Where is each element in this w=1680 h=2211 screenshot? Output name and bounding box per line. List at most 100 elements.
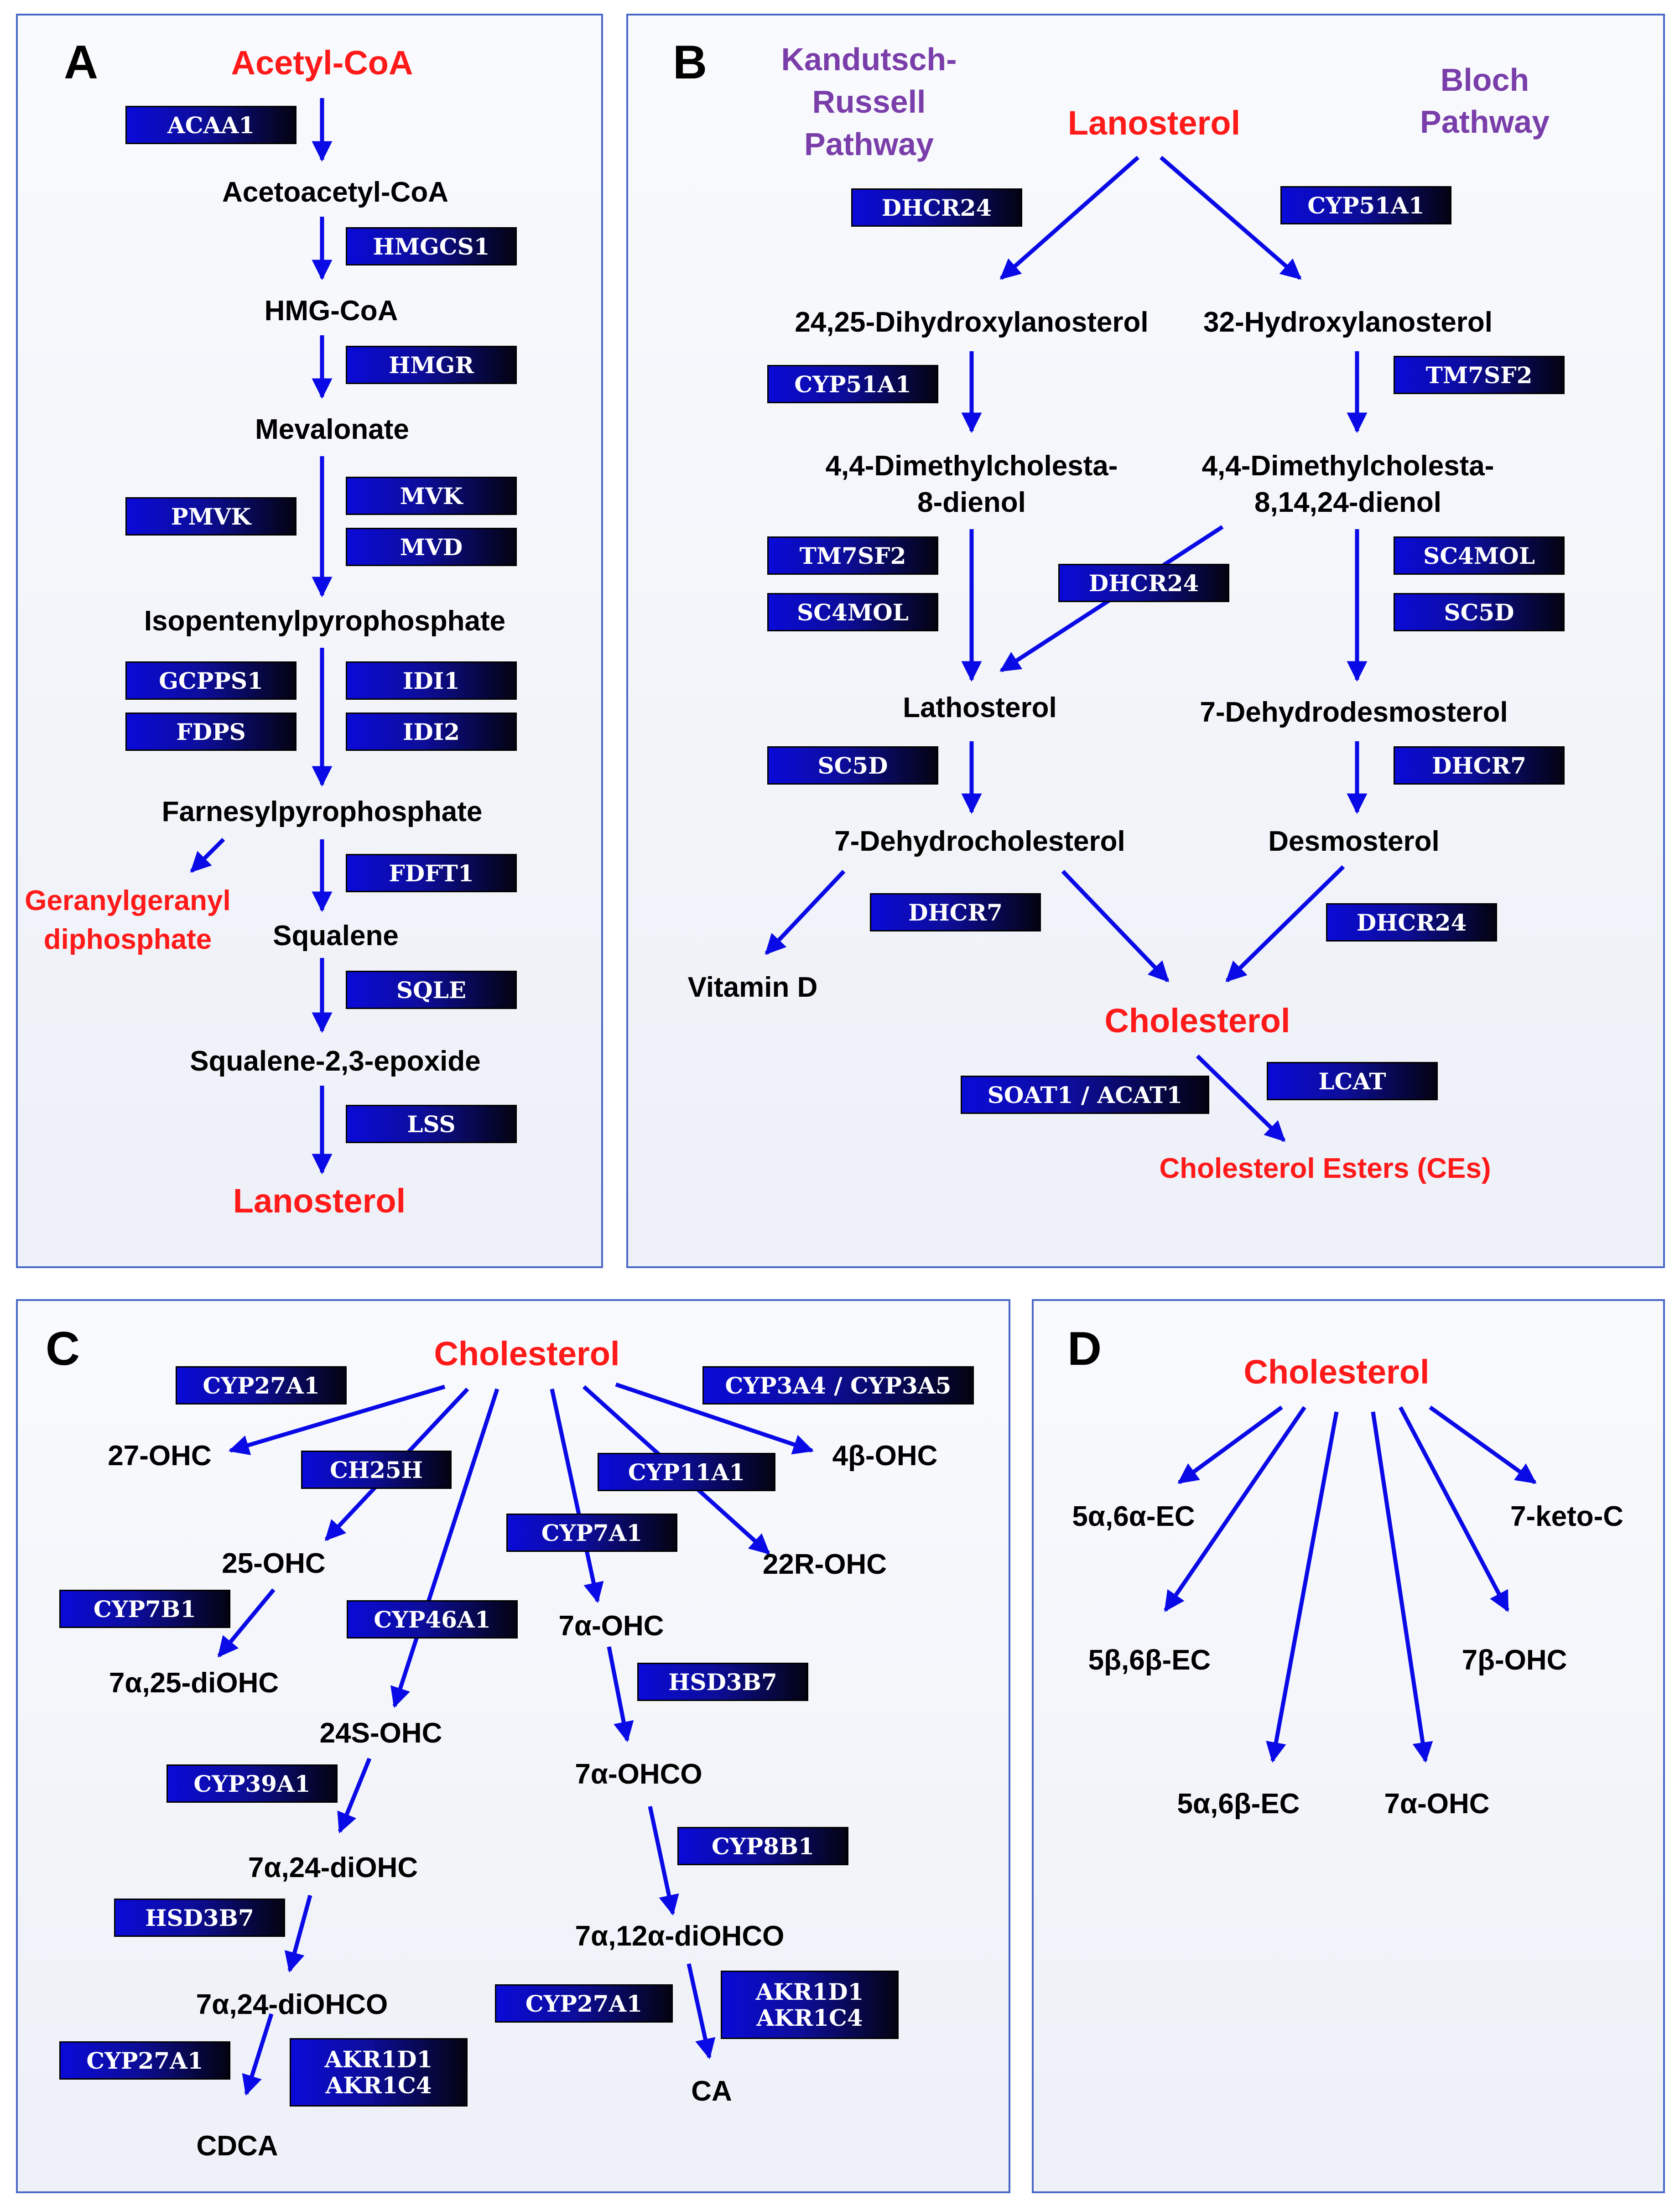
arrow xyxy=(999,156,1139,280)
enzyme-akr1d1: AKR1D1 xyxy=(324,2045,433,2073)
arrow xyxy=(615,1382,814,1455)
node-diphosphate: diphosphate xyxy=(43,924,212,955)
node-7a-ohco: 7α-OHCO xyxy=(575,1758,702,1790)
enzyme-akr1c4: AKR1C4 xyxy=(756,2004,863,2031)
node-27-ohc: 27-OHC xyxy=(108,1440,212,1472)
arrow xyxy=(1429,1405,1537,1484)
node-hydroxylanosterol: 32-Hydroxylanosterol xyxy=(1203,307,1493,338)
enzyme-cyp39a1: CYP39A1 xyxy=(166,1764,338,1803)
node-cdca: CDCA xyxy=(196,2130,278,2162)
enzyme-hsd3b7: HSD3B7 xyxy=(637,1663,808,1701)
node-lanosterol-a: Lanosterol xyxy=(233,1182,406,1220)
arrow xyxy=(1266,1411,1339,1763)
enzyme-akr1d1-akr1c4: AKR1D1 AKR1C4 xyxy=(290,2038,468,2107)
arrow xyxy=(1399,1406,1509,1612)
pathway-kandutsch-3: Pathway xyxy=(804,126,934,162)
node-lanosterol-b: Lanosterol xyxy=(1067,104,1241,142)
node-7a-ohc-c: 7α-OHC xyxy=(558,1610,664,1642)
panel-letter-c: C xyxy=(46,1322,80,1375)
enzyme-tm7sf2: TM7SF2 xyxy=(1394,356,1565,394)
node-dimethylcholesta-8-2: 8-dienol xyxy=(917,487,1026,518)
enzyme-cyp8b1: CYP8B1 xyxy=(677,1827,848,1865)
node-farnesylpyrophosphate: Farnesylpyrophosphate xyxy=(161,796,483,827)
arrow xyxy=(337,1758,372,1834)
node-lathosterol: Lathosterol xyxy=(903,692,1057,723)
enzyme-cyp27a1: CYP27A1 xyxy=(176,1366,347,1405)
node-dehydrocholesterol: 7-Dehydrocholesterol xyxy=(834,826,1125,857)
node-22r-ohc: 22R-OHC xyxy=(762,1549,887,1580)
panel-letter-b: B xyxy=(673,36,707,89)
node-5b-6b-ec: 5β,6β-EC xyxy=(1088,1644,1211,1676)
arrow xyxy=(242,2013,274,2096)
enzyme-sc5d: SC5D xyxy=(1394,593,1565,631)
node-4b-ohc: 4β-OHC xyxy=(832,1440,938,1472)
node-cholesterol-esters: Cholesterol Esters (CEs) xyxy=(1159,1153,1491,1184)
panel-letter-a: A xyxy=(64,36,99,89)
arrow xyxy=(228,1384,446,1456)
node-hmg-coa: HMG-CoA xyxy=(264,295,398,327)
enzyme-idi2: IDI2 xyxy=(346,713,517,751)
node-mevalonate: Mevalonate xyxy=(255,414,409,445)
enzyme-sc4mol: SC4MOL xyxy=(1394,536,1565,575)
enzyme-dhcr24: DHCR24 xyxy=(1326,903,1497,942)
enzyme-ch25h: CH25H xyxy=(301,1451,452,1489)
enzyme-sc5d: SC5D xyxy=(767,746,938,785)
node-vitamin-d: Vitamin D xyxy=(687,972,818,1003)
enzyme-acaa1: ACAA1 xyxy=(125,106,296,144)
node-ca: CA xyxy=(691,2076,732,2107)
panel-b xyxy=(626,14,1665,1268)
node-dimethylcholesta-bloch-2: 8,14,24-dienol xyxy=(1254,487,1442,518)
enzyme-dhcr7: DHCR7 xyxy=(1394,746,1565,785)
enzyme-sc4mol: SC4MOL xyxy=(767,593,938,631)
enzyme-cyp27a1: CYP27A1 xyxy=(495,1984,673,2023)
arrow xyxy=(550,1389,604,1603)
node-7-keto-c: 7-keto-C xyxy=(1510,1501,1624,1532)
enzyme-akr1d1: AKR1D1 xyxy=(755,1978,864,2005)
pathway-bloch-2: Pathway xyxy=(1420,104,1550,140)
arrow xyxy=(1371,1411,1433,1763)
node-7a-25-diohc: 7α,25-diOHC xyxy=(109,1667,279,1699)
arrow xyxy=(390,1388,499,1708)
arrow xyxy=(217,1588,276,1658)
node-dimethylcholesta-bloch-1: 4,4-Dimethylcholesta- xyxy=(1201,450,1494,482)
node-7a-ohc-d: 7α-OHC xyxy=(1384,1788,1490,1820)
enzyme-cyp27a1: CYP27A1 xyxy=(59,2041,230,2080)
node-24s-ohc: 24S-OHC xyxy=(319,1717,442,1749)
enzyme-lcat: LCAT xyxy=(1267,1062,1438,1100)
pathway-kandutsch-2: Russell xyxy=(812,84,926,120)
arrow xyxy=(284,1894,312,1973)
node-7a-24-diohco: 7α,24-diOHCO xyxy=(196,1989,388,2020)
enzyme-pmvk: PMVK xyxy=(125,497,296,536)
arrow xyxy=(1164,1406,1306,1612)
enzyme-hsd3b7: HSD3B7 xyxy=(114,1899,285,1937)
enzyme-cyp7a1: CYP7A1 xyxy=(506,1514,677,1552)
enzyme-cyp3a4-cyp3a5: CYP3A4 / CYP3A5 xyxy=(702,1366,974,1405)
arrow xyxy=(765,869,846,955)
enzyme-cyp51a1: CYP51A1 xyxy=(767,365,938,403)
node-5a-6b-ec: 5α,6β-EC xyxy=(1177,1788,1300,1820)
enzyme-idi1: IDI1 xyxy=(346,661,517,700)
node-dehydrodesmosterol: 7-Dehydrodesmosterol xyxy=(1200,697,1508,728)
panel-letter-d: D xyxy=(1067,1322,1102,1375)
pathway-bloch-1: Bloch xyxy=(1440,62,1529,98)
enzyme-tm7sf2: TM7SF2 xyxy=(767,536,938,575)
enzyme-fdft1: FDFT1 xyxy=(346,854,517,892)
node-squalene-epoxide: Squalene-2,3-epoxide xyxy=(190,1046,481,1077)
arrow xyxy=(687,1963,716,2060)
enzyme-lss: LSS xyxy=(346,1105,517,1143)
enzyme-akr1d1-akr1c4: AKR1D1 AKR1C4 xyxy=(721,1971,899,2039)
enzyme-cyp7b1: CYP7B1 xyxy=(59,1590,230,1628)
node-dimethylcholesta-8-1: 4,4-Dimethylcholesta- xyxy=(825,450,1118,482)
arrow xyxy=(1225,865,1345,983)
node-cholesterol-d: Cholesterol xyxy=(1243,1353,1430,1391)
arrow xyxy=(1196,1054,1286,1142)
enzyme-hmgcs1: HMGCS1 xyxy=(346,227,517,265)
node-7a-24-diohc: 7α,24-diOHC xyxy=(248,1852,418,1883)
enzyme-mvd: MVD xyxy=(346,528,517,566)
enzyme-fdps: FDPS xyxy=(125,713,296,751)
enzyme-cyp51a1: CYP51A1 xyxy=(1280,186,1451,224)
node-geranylgeranyl: Geranylgeranyl xyxy=(25,885,231,916)
node-desmosterol: Desmosterol xyxy=(1268,826,1440,857)
arrow xyxy=(190,838,225,873)
node-cholesterol-b: Cholesterol xyxy=(1104,1002,1290,1040)
